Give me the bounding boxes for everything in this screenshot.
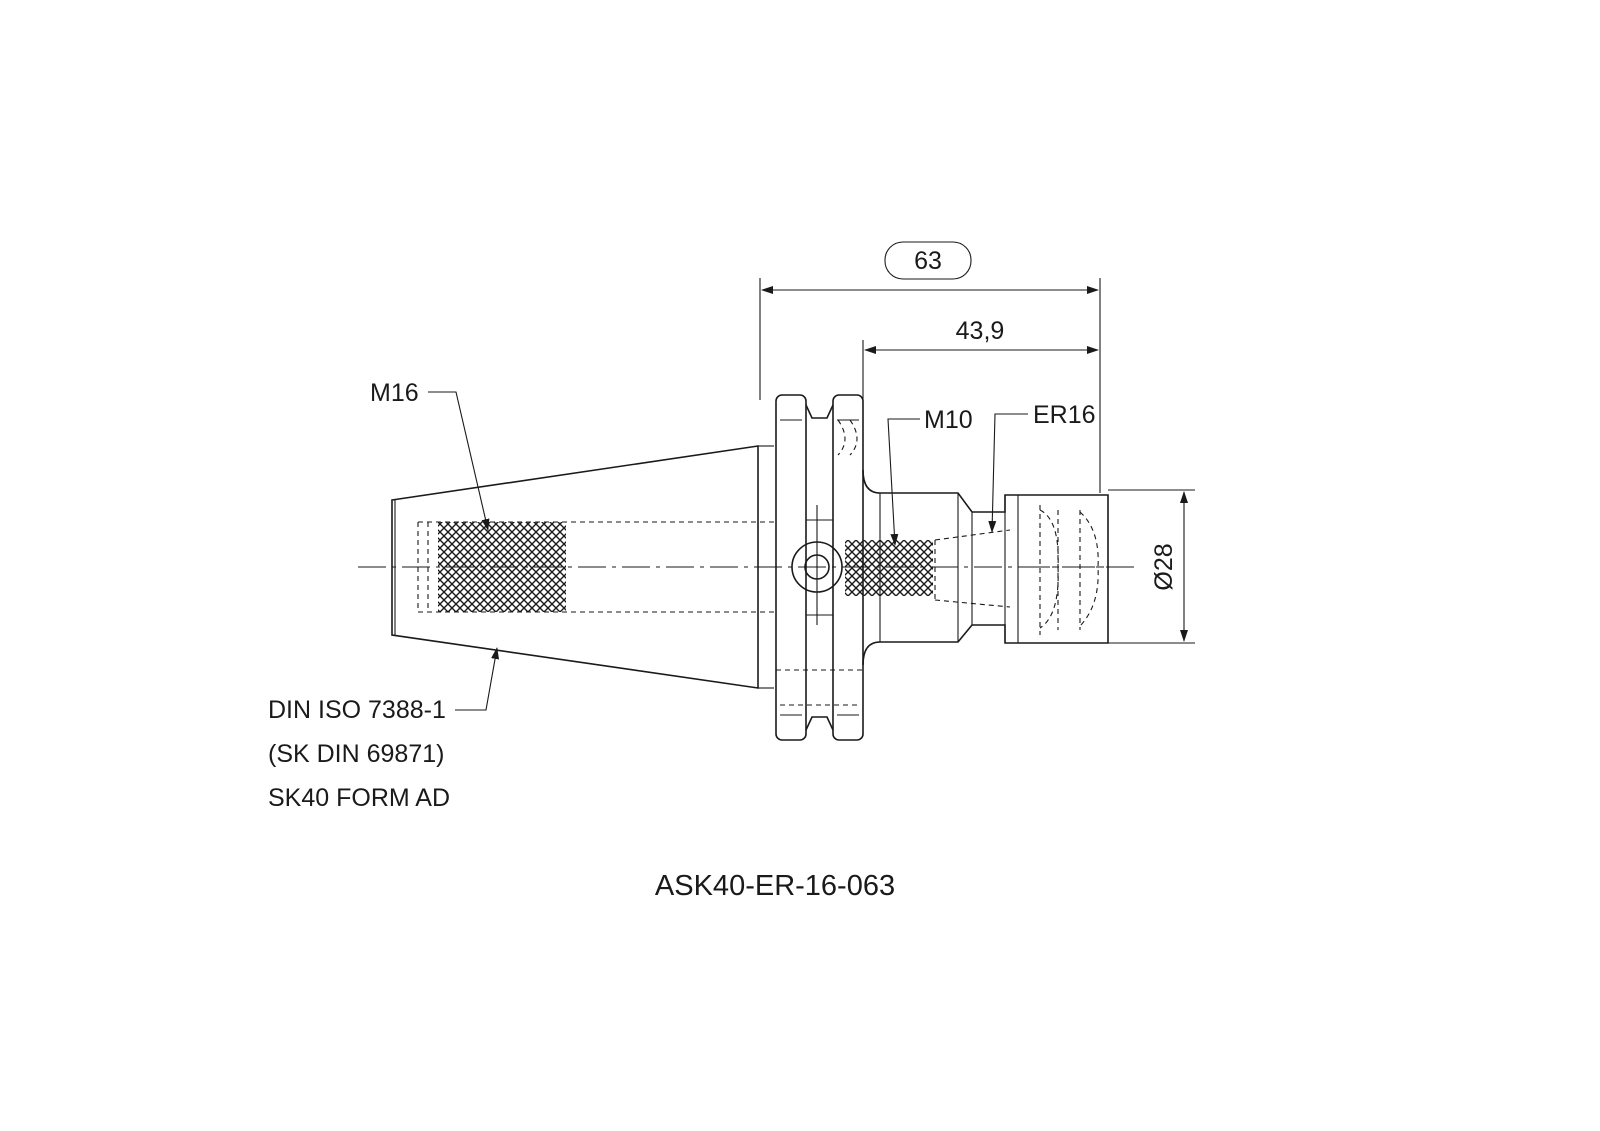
callout-m10: M10 (924, 406, 973, 434)
dim-diameter-label: Ø28 (1150, 543, 1178, 590)
leader-m10 (887, 418, 920, 546)
callout-taper-line3: SK40 FORM AD (268, 784, 450, 812)
leader-er16 (988, 413, 1028, 533)
callout-er16: ER16 (1033, 401, 1096, 429)
dimension-gauge-length (862, 340, 1099, 400)
part-number: ASK40-ER-16-063 (655, 870, 895, 902)
taper-shank (391, 445, 778, 689)
callout-taper-line2: (SK DIN 69871) (268, 740, 444, 768)
leader-m16 (428, 391, 490, 531)
dimension-overall-length (759, 241, 1101, 493)
dim-overall-length-label: 63 (914, 247, 942, 275)
callout-m16: M16 (370, 379, 419, 407)
thread-m10-hatch (845, 540, 933, 596)
callout-taper-line1: DIN ISO 7388-1 (268, 696, 446, 724)
dim-gauge-length-label: 43,9 (956, 317, 1005, 345)
leader-taper (455, 647, 500, 711)
dimension-diameter (1108, 489, 1195, 644)
flange (775, 394, 864, 741)
collet-body (862, 469, 1109, 666)
thread-m16-hatch (438, 522, 566, 612)
